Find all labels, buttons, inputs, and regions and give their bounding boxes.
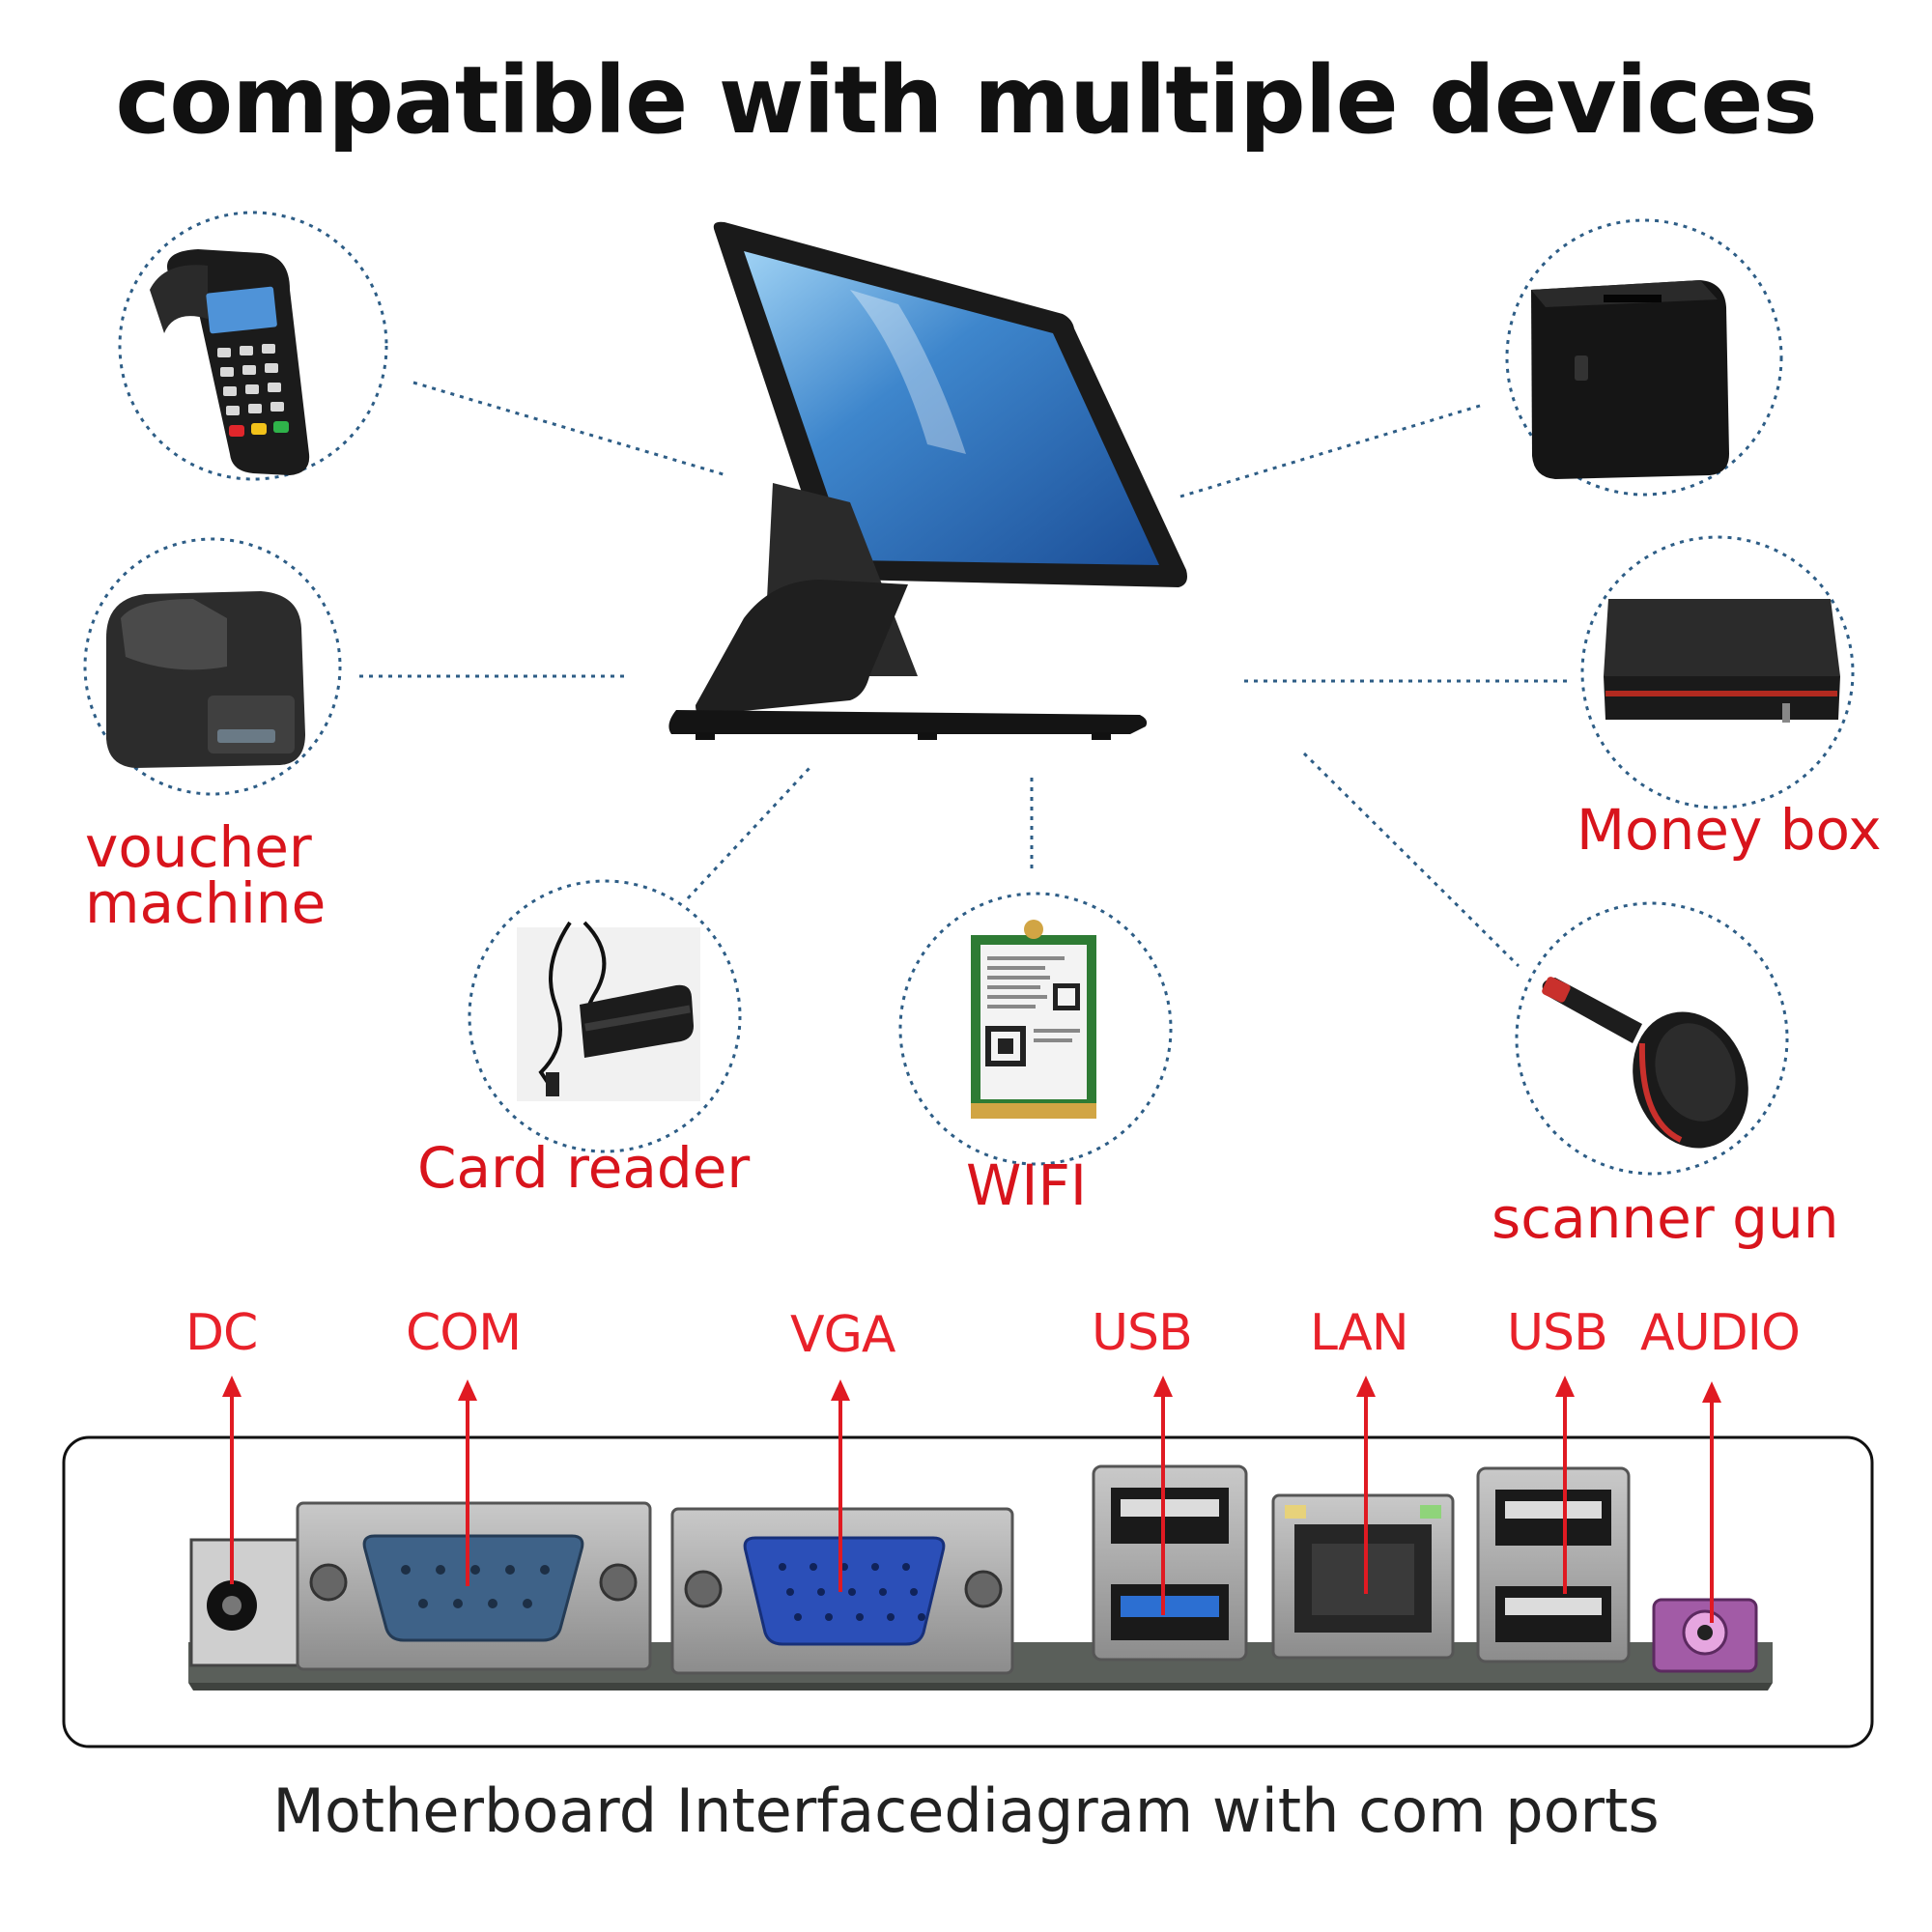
com-port-label: COM xyxy=(406,1304,522,1362)
lan-port-illustration xyxy=(1271,1493,1455,1660)
page-title: compatible with multiple devices xyxy=(115,46,1817,155)
thermal-printer-icon xyxy=(1531,280,1729,479)
lan-port-label: LAN xyxy=(1310,1304,1409,1362)
pos-terminal-illustration xyxy=(668,221,1187,740)
usb2-port-label: USB xyxy=(1507,1304,1608,1362)
audio-port-illustration xyxy=(1652,1598,1758,1673)
payment-terminal-icon xyxy=(150,249,310,475)
connector-payment-terminal xyxy=(412,381,727,477)
money-box-icon xyxy=(1604,599,1840,723)
scanner-gun-icon xyxy=(1542,977,1748,1149)
audio-port-label: AUDIO xyxy=(1640,1304,1801,1362)
connector-scanner-gun xyxy=(1302,752,1520,968)
payment-terminal-circle xyxy=(118,211,388,481)
money-box-label: Money box xyxy=(1577,797,1882,863)
voucher-machine-label: voucher machine xyxy=(85,814,327,936)
connector-lines xyxy=(359,381,1570,968)
wifi-circle xyxy=(898,892,1173,1166)
diagram-caption: Motherboard Interfacediagram with com po… xyxy=(272,1776,1660,1846)
connector-card-reader xyxy=(686,766,811,900)
card-reader-circle xyxy=(468,879,742,1153)
usb-port-label: USB xyxy=(1092,1304,1193,1362)
card-reader-icon xyxy=(517,921,700,1101)
connector-thermal-printer xyxy=(1179,404,1481,498)
thermal-printer-circle xyxy=(1505,218,1783,497)
voucher-printer-icon xyxy=(106,591,305,768)
dc-port-illustration xyxy=(189,1538,301,1667)
dc-port-label: DC xyxy=(185,1304,258,1362)
scanner-gun-label: scanner gun xyxy=(1492,1185,1839,1251)
vga-port-label: VGA xyxy=(790,1306,895,1364)
wifi-label: WIFI xyxy=(966,1152,1087,1218)
scanner-gun-circle xyxy=(1515,901,1789,1176)
usb-port-stack-2-illustration xyxy=(1476,1466,1631,1663)
com-port-illustration xyxy=(296,1501,652,1671)
voucher-machine-circle xyxy=(83,537,342,796)
usb-port-stack-1-illustration xyxy=(1092,1464,1248,1662)
port-arrows xyxy=(222,1376,1721,1623)
card-reader-label: Card reader xyxy=(417,1135,751,1201)
money-box-circle xyxy=(1580,535,1855,810)
wifi-card-icon xyxy=(971,920,1096,1119)
